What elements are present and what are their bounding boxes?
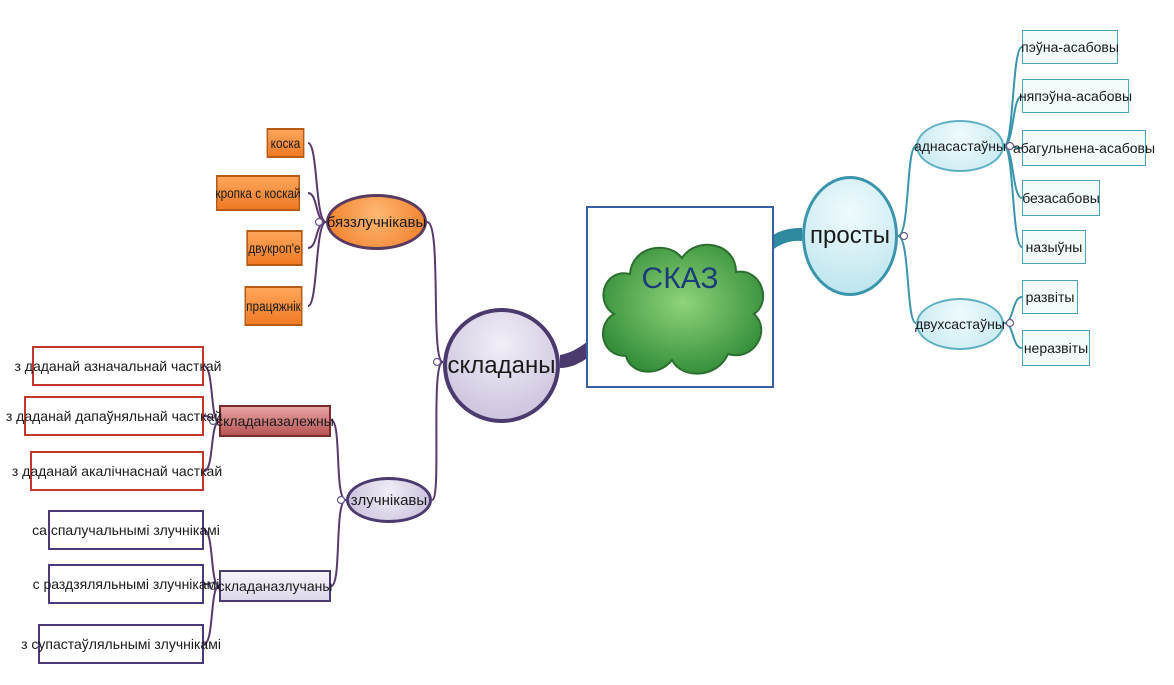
cloud-shape: [602, 243, 764, 375]
simple-label: просты: [810, 222, 890, 249]
one-part-item[interactable]: абагульнена-асабовы: [1013, 130, 1155, 166]
center-label[interactable]: СКАЗ: [641, 262, 719, 295]
one-part-item[interactable]: пэўна-асабовы: [1021, 30, 1119, 64]
simple-node[interactable]: просты: [802, 176, 898, 296]
one-part-item[interactable]: няпэўна-асабовы: [1019, 79, 1132, 113]
connector-dots: [208, 141, 1015, 591]
right-connectors: [897, 46, 1023, 349]
non-conjunctive-node[interactable]: бяззлучнікавы: [326, 194, 427, 250]
one-part-item[interactable]: назыўны: [1022, 230, 1086, 264]
subordinate-item[interactable]: з даданай азначальнай часткай: [15, 346, 222, 386]
subordinate-node[interactable]: складаназалежны: [216, 405, 334, 437]
non-conjunctive-item[interactable]: двукроп'е: [246, 230, 303, 266]
non-conjunctive-item[interactable]: кропка с коскай: [215, 175, 301, 211]
compound-item[interactable]: с раздзяляльнымі злучнікамі: [33, 564, 219, 604]
subordinate-label: складаназалежны: [216, 413, 334, 429]
non-conjunctive-item[interactable]: коска: [266, 128, 305, 158]
two-part-label: двухсастаўны: [915, 316, 1005, 332]
subordinate-item[interactable]: з даданай дапаўняльнай часткай: [6, 396, 222, 436]
non-conjunctive-item[interactable]: працяжнік: [244, 286, 303, 326]
compound-label: складаназлучаны: [217, 578, 333, 594]
two-part-node[interactable]: двухсастаўны: [915, 298, 1005, 350]
conjunctive-node[interactable]: злучнікавы: [346, 477, 432, 523]
compound-item[interactable]: з супастаўляльнымі злучнікамі: [21, 624, 221, 664]
complex-node[interactable]: складаны: [443, 308, 560, 423]
one-part-label: аднасастаўны: [913, 138, 1007, 154]
compound-node[interactable]: складаназлучаны: [217, 570, 333, 602]
two-part-item[interactable]: развіты: [1022, 280, 1078, 314]
conjunctive-label: злучнікавы: [350, 491, 428, 509]
one-part-node[interactable]: аднасастаўны: [913, 120, 1007, 172]
one-part-item[interactable]: безасабовы: [1022, 180, 1100, 216]
non-conjunctive-label: бяззлучнікавы: [326, 213, 427, 231]
subordinate-item[interactable]: з даданай акалічнаснай часткай: [12, 451, 222, 491]
complex-label: складаны: [447, 351, 556, 379]
compound-item[interactable]: са спалучальнымі злучнікамі: [32, 510, 220, 550]
two-part-item[interactable]: неразвіты: [1022, 330, 1090, 366]
